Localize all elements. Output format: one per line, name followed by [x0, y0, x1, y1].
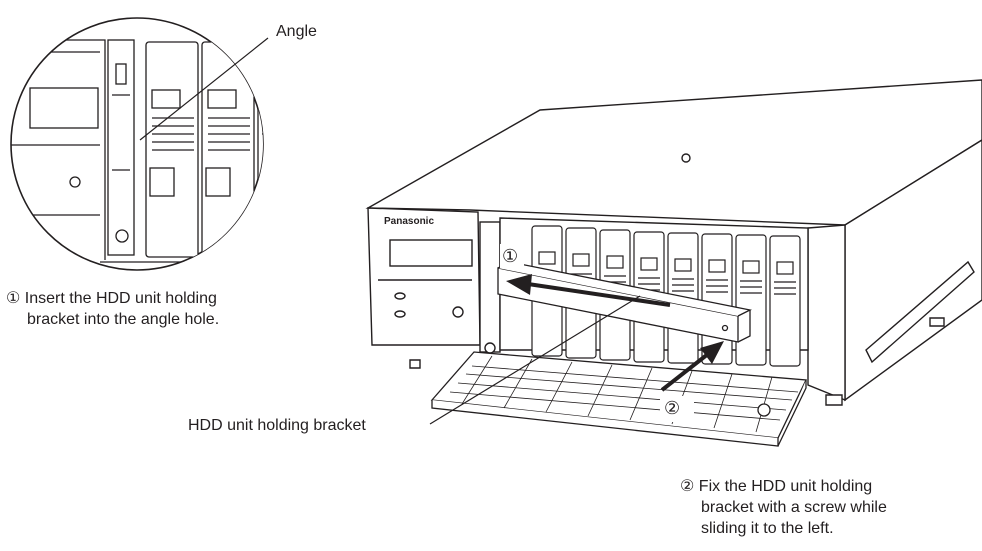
bracket-leader-line [429, 295, 641, 425]
step2-line: bracket with a screw while [701, 499, 887, 516]
step2-line: sliding it to the left. [701, 520, 834, 537]
brand-logo-text: Panasonic [384, 216, 435, 227]
step1-marker-bg [500, 244, 524, 268]
step2-marker-bg [660, 396, 694, 422]
magnified-hdd-tray [201, 41, 255, 258]
step2-line: ② Fix the HDD unit holding [680, 478, 873, 495]
angle-label: Angle [276, 23, 317, 40]
bracket-label: HDD unit holding bracket [188, 417, 366, 434]
step1-marker: ① [502, 246, 519, 266]
step2-instruction: ② Fix the HDD unit holding bracket with … [680, 476, 887, 539]
front-cover-open [430, 351, 807, 447]
magnified-detail-circle [10, 17, 269, 271]
step1-instruction: ① Insert the HDD unit holding bracket in… [6, 288, 219, 330]
magnified-hdd-tray [257, 79, 263, 261]
hdd-tray [769, 235, 801, 367]
hdd-tray [735, 234, 767, 366]
step2-marker: ② [664, 398, 681, 418]
recorder-front-bezel [367, 207, 481, 346]
magnified-hdd-tray [145, 41, 199, 258]
slide-left-arrow [506, 274, 671, 307]
step1-line: ① Insert the HDD unit holding [6, 290, 217, 307]
recorder-top-panel [365, 79, 982, 226]
step1-line: bracket into the angle hole. [27, 311, 220, 328]
angle-leader-line [139, 37, 269, 141]
screw-direction-arrow [660, 341, 724, 392]
